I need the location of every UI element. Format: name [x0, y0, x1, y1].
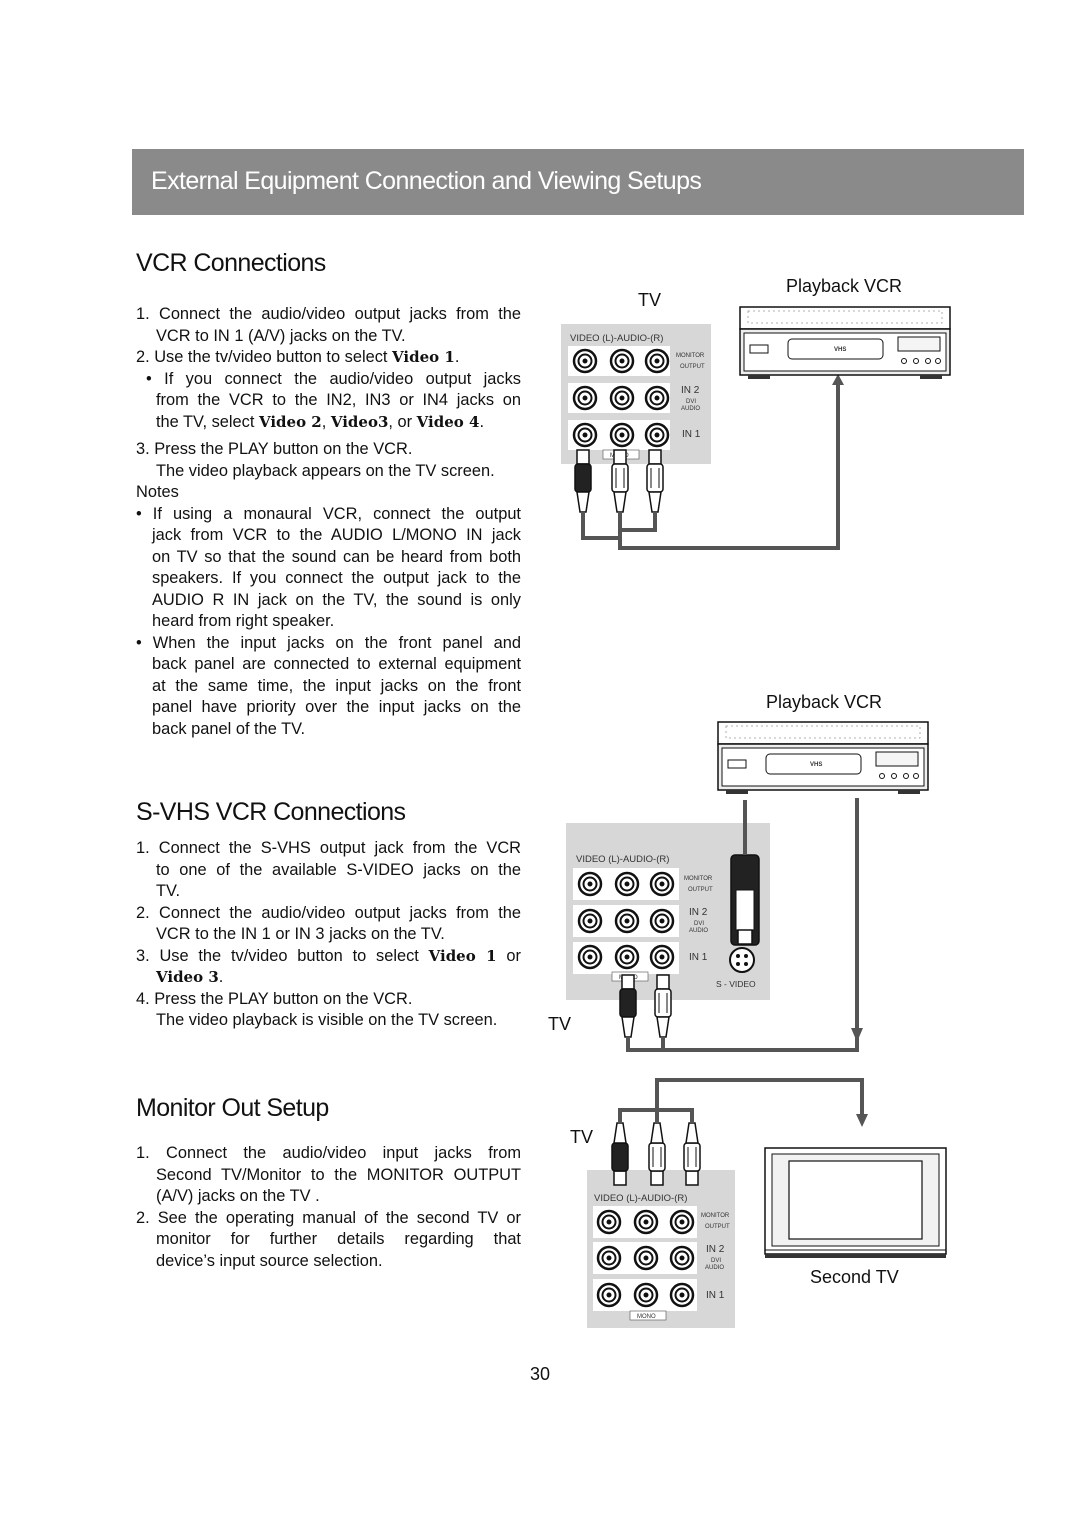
note-1-cont4: AUDIO R IN jack on the TV, the sound is … [152, 590, 521, 609]
vhs-logo-2: VHS [810, 762, 822, 768]
note-2-cont2: at the same time, the input jacks on the… [152, 676, 521, 695]
note-2: • When the input jacks on the front pane… [136, 633, 521, 652]
in1-label-c: IN 1 [706, 1290, 725, 1301]
monitor-output-label-2: OUTPUT [680, 364, 705, 370]
vcr-step-3: 3. Press the PLAY button on the VCR. [136, 440, 413, 458]
vcr-step-1: 1. Connect the audio/video output jacks … [136, 305, 521, 323]
panel-header-3: VIDEO (L)-AUDIO-(R) [594, 1193, 687, 1204]
svhs-step-1-cont2: TV. [156, 882, 180, 900]
svhs-heading: S-VHS VCR Connections [136, 798, 406, 826]
monitor-out-text: 1. Connect the audio/video input jacks f… [136, 1143, 521, 1272]
monitor-output-label: MONITOR [676, 353, 705, 359]
mono-label-c: MONO [637, 1314, 656, 1320]
svhs-step-2: 2. Connect the audio/video output jacks … [136, 903, 521, 922]
monitor-step-1-cont2: (A/V) jacks on the TV . [156, 1187, 320, 1205]
second-tv-label: Second TV [810, 1267, 899, 1287]
svideo-label: S - VIDEO [716, 979, 756, 989]
vcr-connections-heading: VCR Connections [136, 249, 326, 277]
in1-label-b: IN 1 [689, 952, 708, 963]
audio-label-b: AUDIO [689, 928, 708, 934]
tv-label-2: TV [548, 1014, 572, 1034]
svhs-text: 1. Connect the S-VHS output jack from th… [136, 838, 521, 1032]
svhs-step-4: 4. Press the PLAY button on the VCR. [136, 989, 413, 1008]
vcr-step-1-cont: VCR to IN 1 (A/V) jacks on the TV. [156, 326, 406, 345]
monitor-output-label-b: MONITOR [684, 876, 713, 882]
monitor-step-2: 2. See the operating manual of the secon… [136, 1208, 521, 1227]
dvi-label: DVI [686, 399, 696, 405]
tv-label-3: TV [570, 1127, 594, 1147]
note-1-cont3: speakers. If you connect the output jack… [152, 569, 521, 587]
monitor-out-heading: Monitor Out Setup [136, 1094, 329, 1122]
audio-label-c: AUDIO [705, 1265, 724, 1271]
note-1-cont2: on TV so that the sound can be heard fro… [152, 547, 521, 566]
svhs-step-1-cont: to one of the available S-VIDEO jacks on… [156, 860, 521, 879]
note-2-cont: back panel are connected to external equ… [152, 655, 521, 673]
in2-label-b: IN 2 [689, 907, 708, 918]
monitor-step-2-cont2: device’s input source selection. [156, 1251, 383, 1270]
in2-label-c: IN 2 [706, 1244, 725, 1255]
tv-label-1: TV [638, 290, 662, 310]
monitor-step-2-cont: monitor for further details regarding th… [156, 1230, 521, 1248]
monitor-output-label-b2: OUTPUT [688, 887, 713, 893]
note-2-cont3: panel have priority over the input jacks… [152, 698, 521, 716]
page-number: 30 [529, 1364, 551, 1384]
playback-vcr-label-2: Playback VCR [766, 692, 883, 712]
diagram-monitor-out: VIDEO (L)-AUDIO-(R) MONITOR OUTPUT IN 2 … [587, 1078, 947, 1328]
dvi-label-b: DVI [694, 921, 704, 927]
dvi-label-c: DVI [711, 1258, 721, 1264]
diagram-svhs: VHS VIDEO (L)-AUDIO-(R) MONITOR OUTPUT I… [566, 721, 929, 1052]
in2-label: IN 2 [681, 385, 700, 396]
svhs-step-3: 3. Use the tv/video button to select Vid… [136, 946, 521, 965]
svhs-step-4-cont: The video playback is visible on the TV … [156, 1011, 498, 1029]
vcr-bullet-1: • If you connect the audio/video output … [146, 369, 521, 388]
vcr-step-2: 2. Use the tv/video button to select Vid… [136, 348, 460, 366]
in1-label: IN 1 [682, 429, 701, 440]
vcr-bullet-1-cont: from the VCR to the IN2, IN3 or IN4 jack… [156, 391, 521, 409]
svhs-step-1: 1. Connect the S-VHS output jack from th… [136, 839, 521, 857]
audio-label: AUDIO [681, 406, 700, 412]
monitor-output-label-c: MONITOR [701, 1213, 730, 1219]
section-banner: External Equipment Connection and Viewin… [132, 149, 1024, 215]
monitor-output-label-c2: OUTPUT [705, 1224, 730, 1230]
monitor-step-1: 1. Connect the audio/video input jacks f… [136, 1144, 521, 1162]
vhs-logo-1: VHS [834, 347, 846, 353]
playback-vcr-label-1: Playback VCR [786, 276, 903, 296]
note-1: • If using a monaural VCR, connect the o… [136, 504, 521, 523]
note-2-cont4: back panel of the TV. [152, 719, 306, 738]
svhs-step-2-cont: VCR to the IN 1 or IN 3 jacks on the TV. [156, 925, 445, 943]
vcr-step-3-cont: The video playback appears on the TV scr… [156, 461, 495, 480]
vcr-connections-text: 1. Connect the audio/video output jacks … [136, 304, 521, 740]
svhs-step-3-cont: Video 3. [156, 968, 224, 986]
diagram-vcr: VIDEO (L)-AUDIO-(R) MONITOR OUTPUT IN 2 … [561, 306, 951, 550]
vcr-bullet-1-cont2: the TV, select Video 2, Video3, or Video… [156, 412, 484, 431]
monitor-step-1-cont: Second TV/Monitor to the MONITOR OUTPUT [156, 1165, 521, 1184]
panel-header-2: VIDEO (L)-AUDIO-(R) [576, 854, 669, 865]
note-1-cont: jack from VCR to the AUDIO L/MONO IN jac… [152, 526, 521, 544]
panel-header: VIDEO (L)-AUDIO-(R) [570, 333, 663, 344]
note-1-cont5: heard from right speaker. [152, 612, 335, 630]
notes-heading: Notes [136, 483, 179, 501]
